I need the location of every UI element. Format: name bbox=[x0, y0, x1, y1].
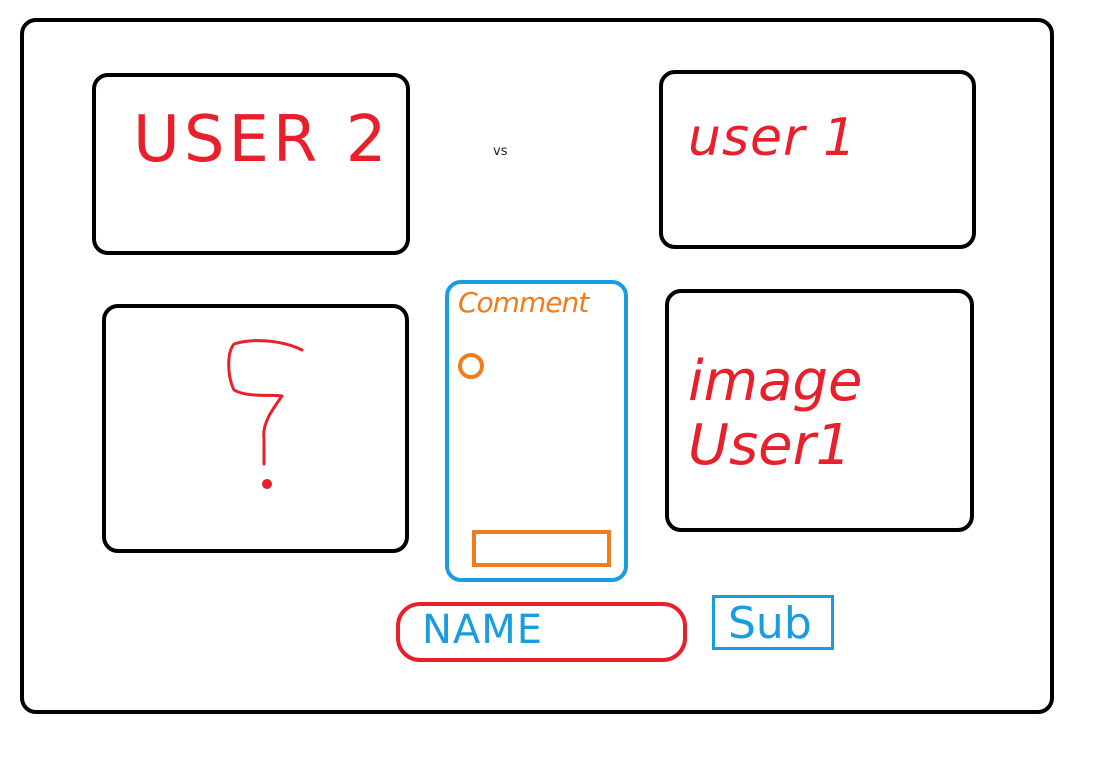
submit-button-label: Sub bbox=[728, 598, 812, 649]
user2-label: USER 2 bbox=[133, 103, 391, 177]
name-input[interactable] bbox=[396, 602, 687, 662]
submit-button[interactable] bbox=[712, 595, 834, 650]
image-user1-label: image User1 bbox=[688, 349, 863, 479]
app-frame bbox=[20, 18, 1054, 714]
comment-avatar-icon bbox=[458, 353, 484, 379]
vs-label: vs bbox=[493, 144, 508, 159]
image-user1-panel[interactable] bbox=[665, 289, 974, 532]
mystery-image-panel[interactable] bbox=[102, 304, 409, 553]
comment-panel bbox=[445, 280, 628, 582]
comment-label: Comment bbox=[458, 286, 589, 319]
name-input-label: NAME bbox=[422, 607, 544, 653]
user2-panel[interactable] bbox=[92, 73, 410, 255]
comment-input[interactable] bbox=[472, 530, 611, 567]
question-mark-icon bbox=[227, 339, 304, 489]
user1-label: user 1 bbox=[688, 108, 858, 168]
user1-panel[interactable] bbox=[659, 70, 976, 249]
